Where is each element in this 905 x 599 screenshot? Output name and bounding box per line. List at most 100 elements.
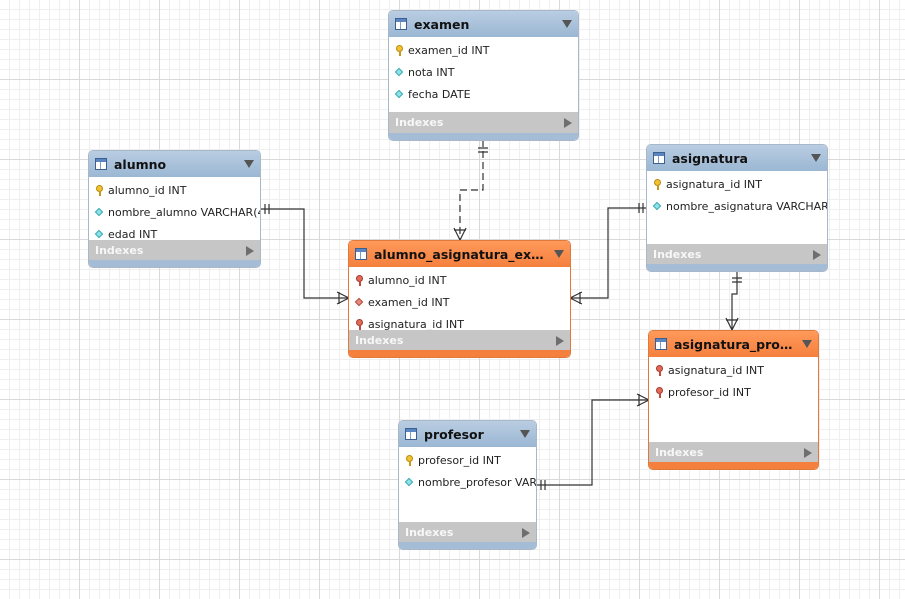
relationship-profesor-asigprof <box>536 393 650 490</box>
column-label: profesor_id INT <box>418 453 501 467</box>
column-row[interactable]: fecha DATE <box>389 83 578 105</box>
table-footer <box>647 264 827 271</box>
attribute-icon <box>395 67 404 78</box>
attribute-icon <box>405 477 414 488</box>
chevron-down-icon[interactable] <box>802 340 812 348</box>
column-row[interactable]: examen_id INT <box>389 39 578 61</box>
indexes-label: Indexes <box>95 244 144 257</box>
table-header[interactable]: alumno_asignatura_examen <box>349 241 570 267</box>
column-label: alumno_id INT <box>108 183 187 197</box>
relationship-alumno-aae <box>260 204 350 305</box>
column-row[interactable]: nombre_alumno VARCHAR(45) <box>89 201 260 223</box>
column-label: profesor_id INT <box>668 385 751 399</box>
expand-arrow-icon[interactable] <box>813 249 821 260</box>
chevron-down-icon[interactable] <box>554 250 564 258</box>
column-row[interactable]: asignatura_id INT <box>649 359 818 381</box>
column-label: edad INT <box>108 227 158 241</box>
table-alumno-asignatura-examen[interactable]: alumno_asignatura_examen alumno_id INT e… <box>348 240 571 358</box>
column-label: nombre_profesor VAR… <box>418 475 536 489</box>
expand-arrow-icon[interactable] <box>804 447 812 458</box>
indexes-label: Indexes <box>355 334 404 347</box>
table-profesor[interactable]: profesor profesor_id INT nombre_profesor… <box>398 420 537 550</box>
column-label: fecha DATE <box>408 87 471 101</box>
relationship-asignatura-aae <box>569 203 648 305</box>
chevron-down-icon[interactable] <box>244 160 254 168</box>
column-row[interactable]: alumno_id INT <box>89 179 260 201</box>
table-header[interactable]: profesor <box>399 421 536 447</box>
relationship-asignatura-asigprof <box>725 272 742 331</box>
primary-key-icon <box>395 44 404 56</box>
expand-arrow-icon[interactable] <box>564 117 572 128</box>
expand-arrow-icon[interactable] <box>246 245 254 256</box>
table-icon <box>405 428 417 440</box>
column-row[interactable]: nombre_profesor VAR… <box>399 471 536 493</box>
table-name: examen <box>414 16 470 32</box>
attribute-icon <box>95 229 104 240</box>
column-label: examen_id INT <box>368 295 450 309</box>
column-label: alumno_id INT <box>368 273 447 287</box>
table-header[interactable]: alumno <box>89 151 260 177</box>
column-row[interactable]: nota INT <box>389 61 578 83</box>
expand-arrow-icon[interactable] <box>556 335 564 346</box>
column-row[interactable]: asignatura_id INT <box>349 313 570 335</box>
table-footer <box>89 260 260 267</box>
table-name: asignatura <box>672 150 748 166</box>
column-row[interactable]: nombre_asignatura VARCHAR(… <box>647 195 827 217</box>
column-row[interactable]: alumno_id INT <box>349 269 570 291</box>
table-icon <box>655 338 667 350</box>
foreign-key-icon <box>655 386 664 398</box>
indexes-label: Indexes <box>655 446 704 459</box>
table-header[interactable]: examen <box>389 11 578 37</box>
indexes-section[interactable]: Indexes <box>389 112 578 133</box>
primary-key-icon <box>405 454 414 466</box>
indexes-label: Indexes <box>653 248 702 261</box>
column-row[interactable]: profesor_id INT <box>649 381 818 403</box>
chevron-down-icon[interactable] <box>520 430 530 438</box>
chevron-down-icon[interactable] <box>562 20 572 28</box>
indexes-section[interactable]: Indexes <box>89 240 260 261</box>
table-footer <box>649 462 818 469</box>
table-icon <box>95 158 107 170</box>
table-icon <box>355 248 367 260</box>
table-asignatura[interactable]: asignatura asignatura_id INT nombre_asig… <box>646 144 828 272</box>
attribute-icon <box>395 89 404 100</box>
table-icon <box>395 18 407 30</box>
column-row[interactable]: examen_id INT <box>349 291 570 313</box>
primary-key-icon <box>95 184 104 196</box>
table-header[interactable]: asignatura_profe… <box>649 331 818 357</box>
column-label: nombre_alumno VARCHAR(45) <box>108 205 260 219</box>
table-asignatura-profesor[interactable]: asignatura_profe… asignatura_id INT prof… <box>648 330 819 470</box>
indexes-section[interactable]: Indexes <box>649 442 818 463</box>
table-footer <box>399 542 536 549</box>
attribute-icon <box>95 207 104 218</box>
table-header[interactable]: asignatura <box>647 145 827 171</box>
column-row[interactable]: profesor_id INT <box>399 449 536 471</box>
column-row[interactable]: edad INT <box>89 223 260 245</box>
foreign-key-attribute-icon <box>355 297 364 308</box>
indexes-label: Indexes <box>405 526 454 539</box>
indexes-section[interactable]: Indexes <box>399 522 536 543</box>
table-name: alumno_asignatura_examen <box>374 246 548 262</box>
column-row[interactable]: asignatura_id INT <box>647 173 827 195</box>
foreign-key-icon <box>655 364 664 376</box>
table-examen[interactable]: examen examen_id INT nota INT fecha DATE… <box>388 10 579 141</box>
primary-key-icon <box>653 178 662 190</box>
column-label: asignatura_id INT <box>368 317 464 331</box>
table-alumno[interactable]: alumno alumno_id INT nombre_alumno VARCH… <box>88 150 261 268</box>
indexes-label: Indexes <box>395 116 444 129</box>
table-footer <box>389 133 578 140</box>
indexes-section[interactable]: Indexes <box>647 244 827 265</box>
table-footer <box>349 350 570 357</box>
expand-arrow-icon[interactable] <box>522 527 530 538</box>
table-name: asignatura_profe… <box>674 336 796 352</box>
table-name: alumno <box>114 156 167 172</box>
foreign-key-icon <box>355 274 364 286</box>
column-label: nombre_asignatura VARCHAR(… <box>666 199 827 213</box>
attribute-icon <box>653 201 662 212</box>
relationship-examen-aae <box>453 140 488 241</box>
indexes-section[interactable]: Indexes <box>349 330 570 351</box>
column-label: examen_id INT <box>408 43 490 57</box>
table-icon <box>653 152 665 164</box>
chevron-down-icon[interactable] <box>811 154 821 162</box>
foreign-key-icon <box>355 318 364 330</box>
